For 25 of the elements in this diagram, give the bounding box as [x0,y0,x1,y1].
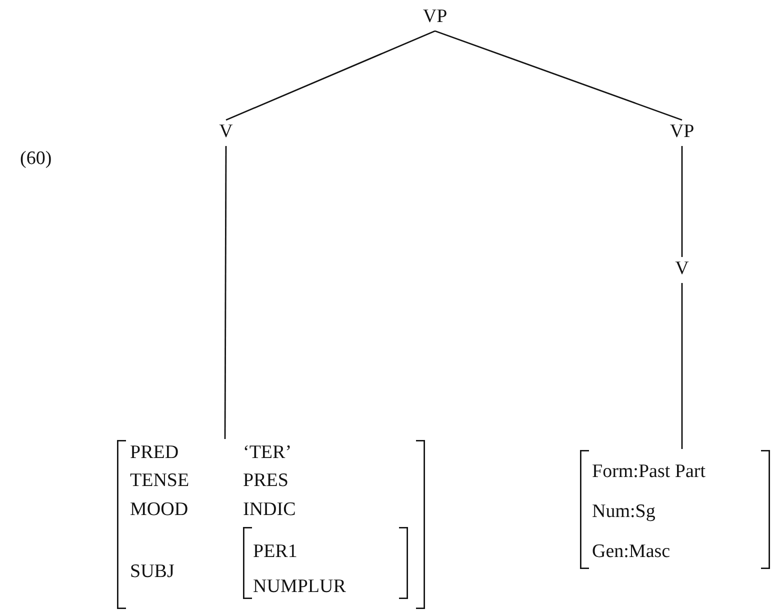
feature-text: ‘TER’ [243,442,292,464]
tree-branch [226,30,436,121]
feature-text: Num:Sg [592,501,656,523]
feature-text: INDIC [243,499,296,521]
feature-text: PRES [243,470,288,492]
feature-text: TENSE [130,470,190,492]
feature-text: Form:Past Part [592,461,706,483]
feature-matrix [243,527,408,599]
category-text: V [218,121,234,143]
tree-branch [681,283,683,449]
feature-matrix [117,440,425,609]
tree-branch [224,146,227,439]
example-number: (60) [20,148,52,170]
feature-text: MOOD [130,499,188,521]
category-text: VP [668,121,696,143]
feature-text: SUBJ [130,561,174,583]
feature-text: NUMPLUR [253,576,346,598]
feature-text: Gen:Masc [592,541,670,563]
tree-branch [434,30,682,121]
category-text: V [674,258,690,280]
feature-text: PER1 [253,541,298,563]
feature-text: PRED [130,442,179,464]
feature-matrix [580,450,770,569]
category-text: VP [422,6,448,28]
tree-branch [681,146,683,257]
